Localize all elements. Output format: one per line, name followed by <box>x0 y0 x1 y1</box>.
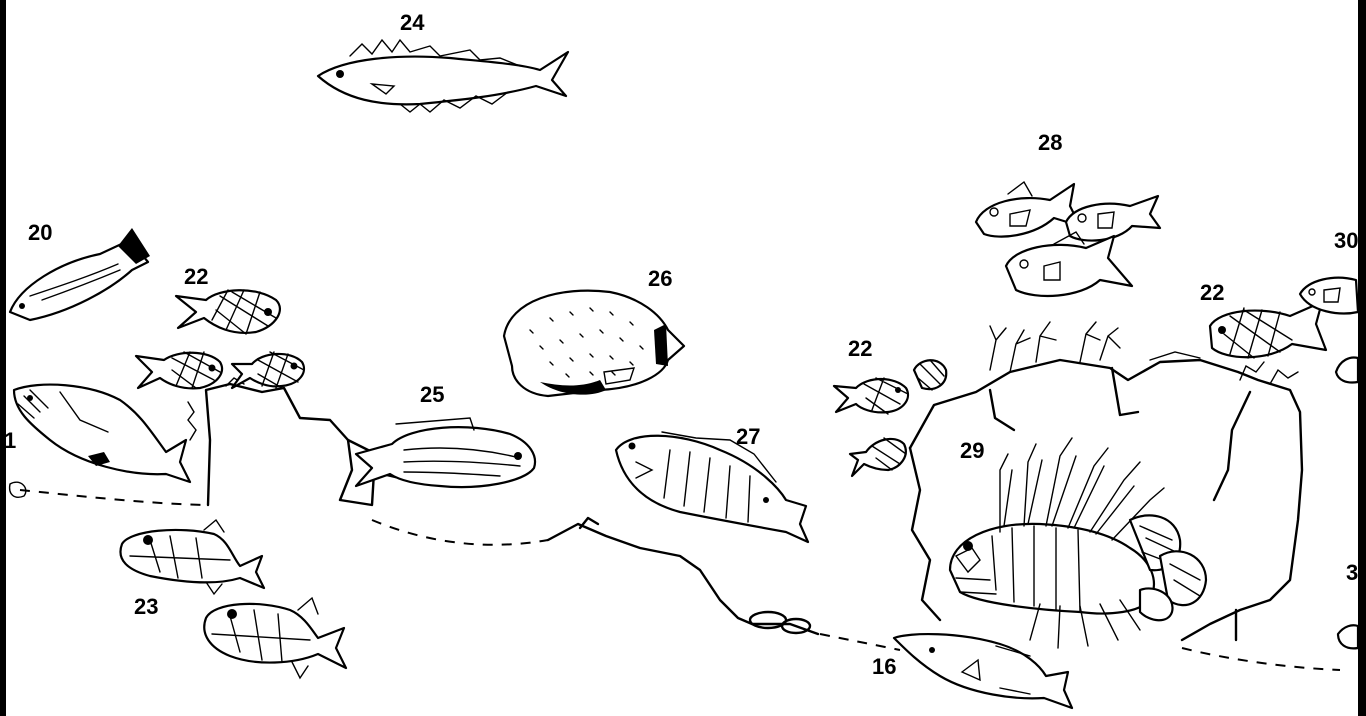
label-30: 30 <box>1334 230 1358 252</box>
label-1: 1 <box>4 430 16 452</box>
label-27: 27 <box>736 426 760 448</box>
label-20: 20 <box>28 222 52 244</box>
fish-24 <box>318 40 568 112</box>
fish-22-group-middle <box>834 360 946 476</box>
fish-28 <box>976 182 1160 296</box>
right-border <box>1358 0 1366 716</box>
fish-22-group-left <box>136 290 304 388</box>
fish-29-lionfish <box>950 438 1206 648</box>
label-25: 25 <box>420 384 444 406</box>
fish-27 <box>616 432 808 542</box>
label-22-right: 22 <box>1200 282 1224 304</box>
label-26: 26 <box>648 268 672 290</box>
fish-22-right <box>1210 302 1326 358</box>
label-29: 29 <box>960 440 984 462</box>
fish-left-parrotfish <box>10 385 190 498</box>
fish-26 <box>504 291 684 396</box>
fish-16 <box>894 634 1072 708</box>
fish-25 <box>356 418 535 487</box>
label-24: 24 <box>400 12 424 34</box>
label-23: 23 <box>134 596 158 618</box>
corals <box>188 322 1298 440</box>
label-22-middle: 22 <box>848 338 872 360</box>
label-3: 3 <box>1346 562 1358 584</box>
label-28: 28 <box>1038 132 1062 154</box>
label-16: 16 <box>872 656 896 678</box>
left-border <box>0 0 6 716</box>
label-22-left: 22 <box>184 266 208 288</box>
